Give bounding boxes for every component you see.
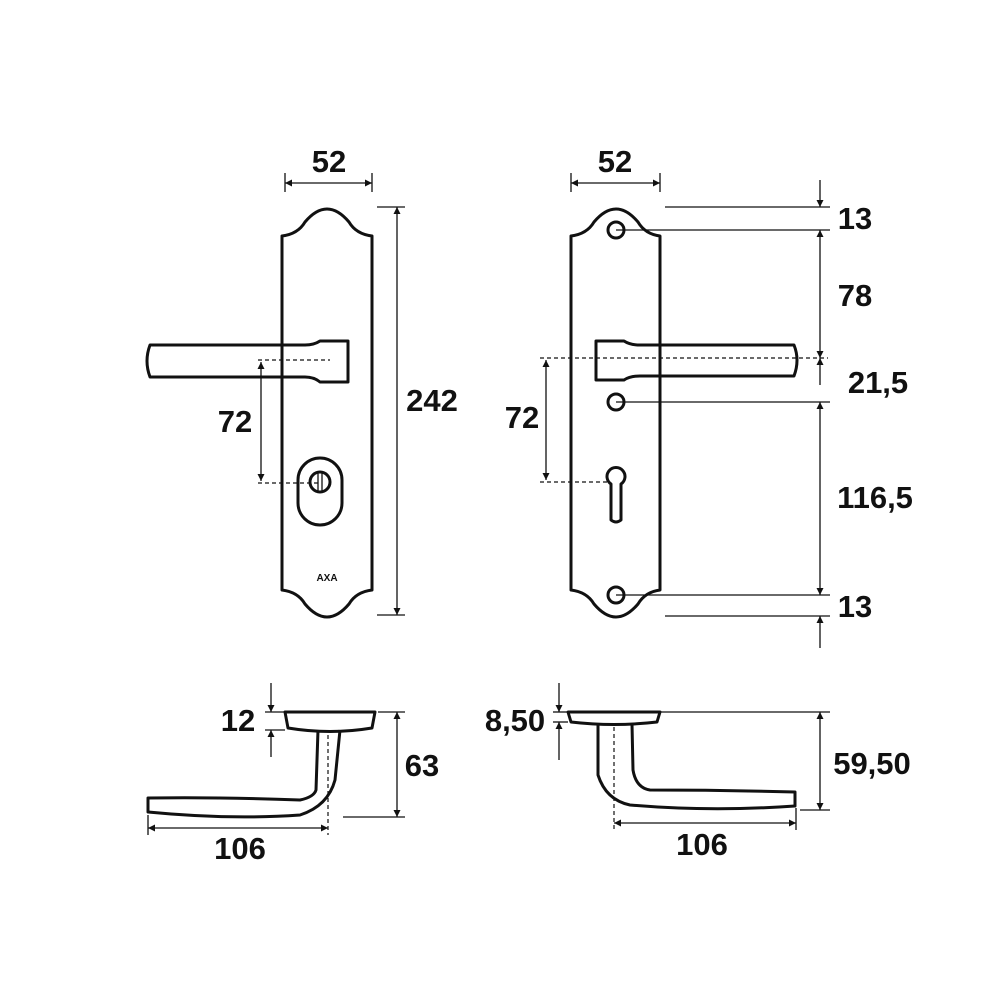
dim-63: 63 [405,748,439,783]
handle-profile [146,729,342,819]
left-side-view: 12 63 106 [146,683,439,866]
dim-106-left: 106 [214,831,266,866]
dim-242: 242 [406,383,458,418]
brand-logo: AXA [316,573,337,584]
rosette [283,710,377,733]
lever [145,339,350,384]
backplate [280,207,374,619]
dim-59-50: 59,50 [833,746,911,781]
cylinder-cover [296,456,344,527]
keyhole [605,466,627,524]
left-front-view: 72 AXA 52 242 [145,144,458,619]
dim-72-left: 72 [218,404,252,439]
dim-116-5: 116,5 [837,480,913,515]
backplate [569,207,662,619]
dim-52-left: 52 [312,144,346,179]
dim-106-right: 106 [676,827,728,862]
dim-13-bottom: 13 [838,589,872,624]
right-side-view: 8,50 59,50 106 [485,683,911,862]
rosette [566,710,662,726]
dim-52-right: 52 [598,144,632,179]
dim-12: 12 [221,703,255,738]
handle-profile [596,723,797,811]
dim-21-5: 21,5 [848,365,908,400]
dim-8-50: 8,50 [485,703,545,738]
right-front-view: 72 52 13 78 21,5 116,5 13 [505,144,913,648]
lever [594,339,799,382]
dim-13-top: 13 [838,201,872,236]
dim-72-right: 72 [505,400,539,435]
dim-78: 78 [838,278,872,313]
